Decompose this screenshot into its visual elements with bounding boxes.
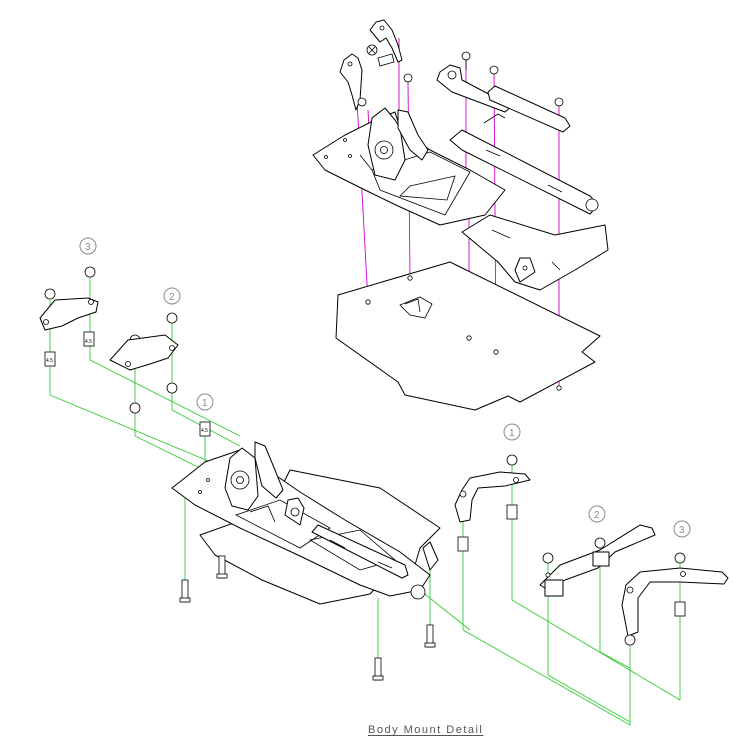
upper-screw-cluster <box>357 44 413 107</box>
callout-label: 2 <box>169 292 175 303</box>
upper-hook-left <box>339 53 363 111</box>
spacer-label: 4.5 <box>46 358 53 364</box>
callout-3-right: 3 <box>673 520 691 538</box>
right-mount-2 <box>539 524 656 597</box>
lower-assembly-leader-lines <box>49 275 681 726</box>
right-mount-3 <box>621 552 729 646</box>
left-mount-2 <box>109 312 179 414</box>
lower-screws <box>179 555 436 681</box>
upper-assembly <box>312 19 609 411</box>
callout-label: 2 <box>594 510 600 521</box>
left-mount-3: 4.5 4.5 <box>39 266 99 367</box>
callout-label: 3 <box>679 525 685 536</box>
spacer-label: 4.5 <box>85 339 92 345</box>
callout-label: 1 <box>202 398 208 409</box>
callout-1-right: 1 <box>503 423 521 441</box>
upper-hook-right <box>369 19 403 63</box>
callout-3-left: 3 <box>79 237 97 255</box>
spacer-label: 4.5 <box>201 428 208 434</box>
upper-right-bracket <box>461 214 609 291</box>
callout-2-left: 2 <box>163 287 181 305</box>
upper-strap-bar <box>487 85 571 133</box>
drawing-caption: Body Mount Detail <box>368 724 484 736</box>
center-spacer-1: 4.5 <box>199 421 211 437</box>
callout-2-right: 2 <box>588 505 606 523</box>
callout-label: 3 <box>85 242 91 253</box>
callout-label: 1 <box>509 428 515 439</box>
right-mount-1 <box>454 454 531 552</box>
callout-1-center: 1 <box>196 393 214 411</box>
lower-chassis-assembly <box>171 423 441 681</box>
